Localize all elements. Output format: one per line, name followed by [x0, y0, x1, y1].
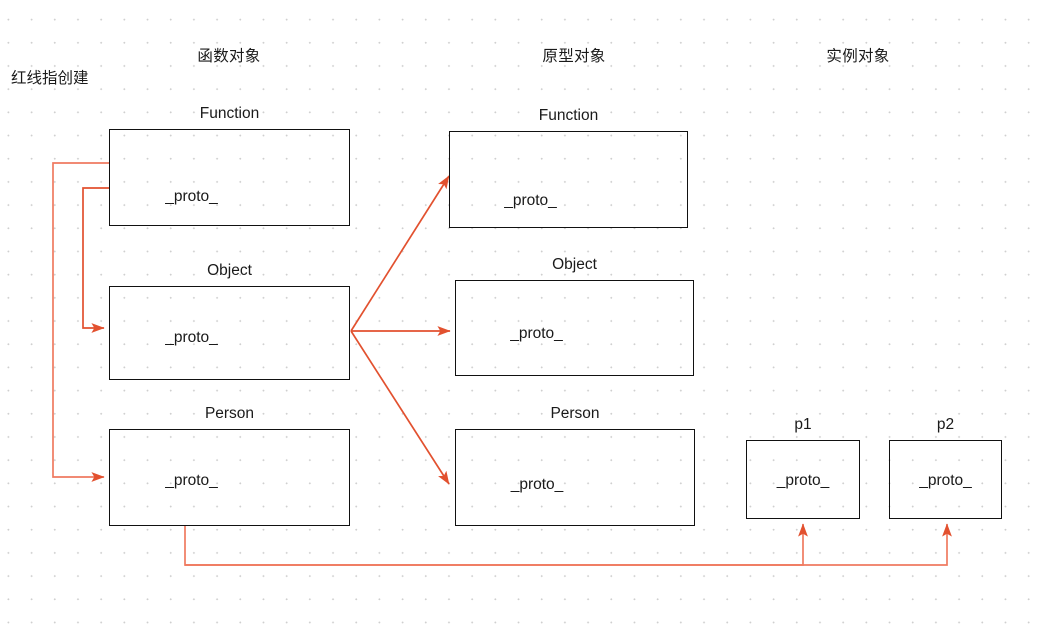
node-content: _proto_	[165, 472, 218, 489]
node-label: Person	[550, 405, 600, 422]
node-label: Object	[552, 256, 597, 273]
node-fn-person[interactable]: Person _proto_	[109, 405, 350, 526]
node-inst-p2[interactable]: p2 _proto_	[889, 416, 1002, 519]
node-content: _proto_	[165, 188, 218, 205]
edge-function-to-object	[82, 187, 109, 333]
node-fn-function[interactable]: Function _proto_	[109, 105, 350, 226]
node-label: Function	[199, 105, 260, 122]
edge-object-to-proto-function	[350, 175, 450, 332]
legend-note: 红线指创建	[11, 70, 89, 87]
node-label: Function	[538, 107, 599, 124]
edge-person-to-p2	[185, 523, 952, 566]
edge-object-to-proto-person	[350, 330, 450, 485]
node-content: _proto_	[776, 472, 830, 489]
node-content: _proto_	[510, 325, 563, 342]
node-label: p1	[794, 416, 812, 433]
node-fn-object[interactable]: Object _proto_	[109, 262, 350, 380]
edge-function-to-person	[52, 162, 109, 482]
node-inst-p1[interactable]: p1 _proto_	[746, 416, 860, 519]
node-content: _proto_	[919, 472, 972, 489]
node-label: Object	[207, 262, 252, 279]
node-proto-person[interactable]: Person _proto_	[455, 405, 695, 526]
node-content: _proto_	[165, 329, 218, 346]
column-header-instance-objects: 实例对象	[826, 48, 890, 65]
node-label: Person	[204, 405, 255, 422]
node-label: p2	[936, 416, 955, 433]
node-proto-object[interactable]: Object _proto_	[455, 256, 694, 376]
node-content: _proto_	[504, 192, 557, 209]
column-header-function-objects: 函数对象	[197, 48, 261, 65]
edge-person-to-p1	[184, 523, 808, 566]
node-content: _proto_	[510, 476, 564, 493]
column-header-prototype-objects: 原型对象	[542, 48, 606, 65]
node-proto-function[interactable]: Function _proto_	[449, 107, 688, 228]
